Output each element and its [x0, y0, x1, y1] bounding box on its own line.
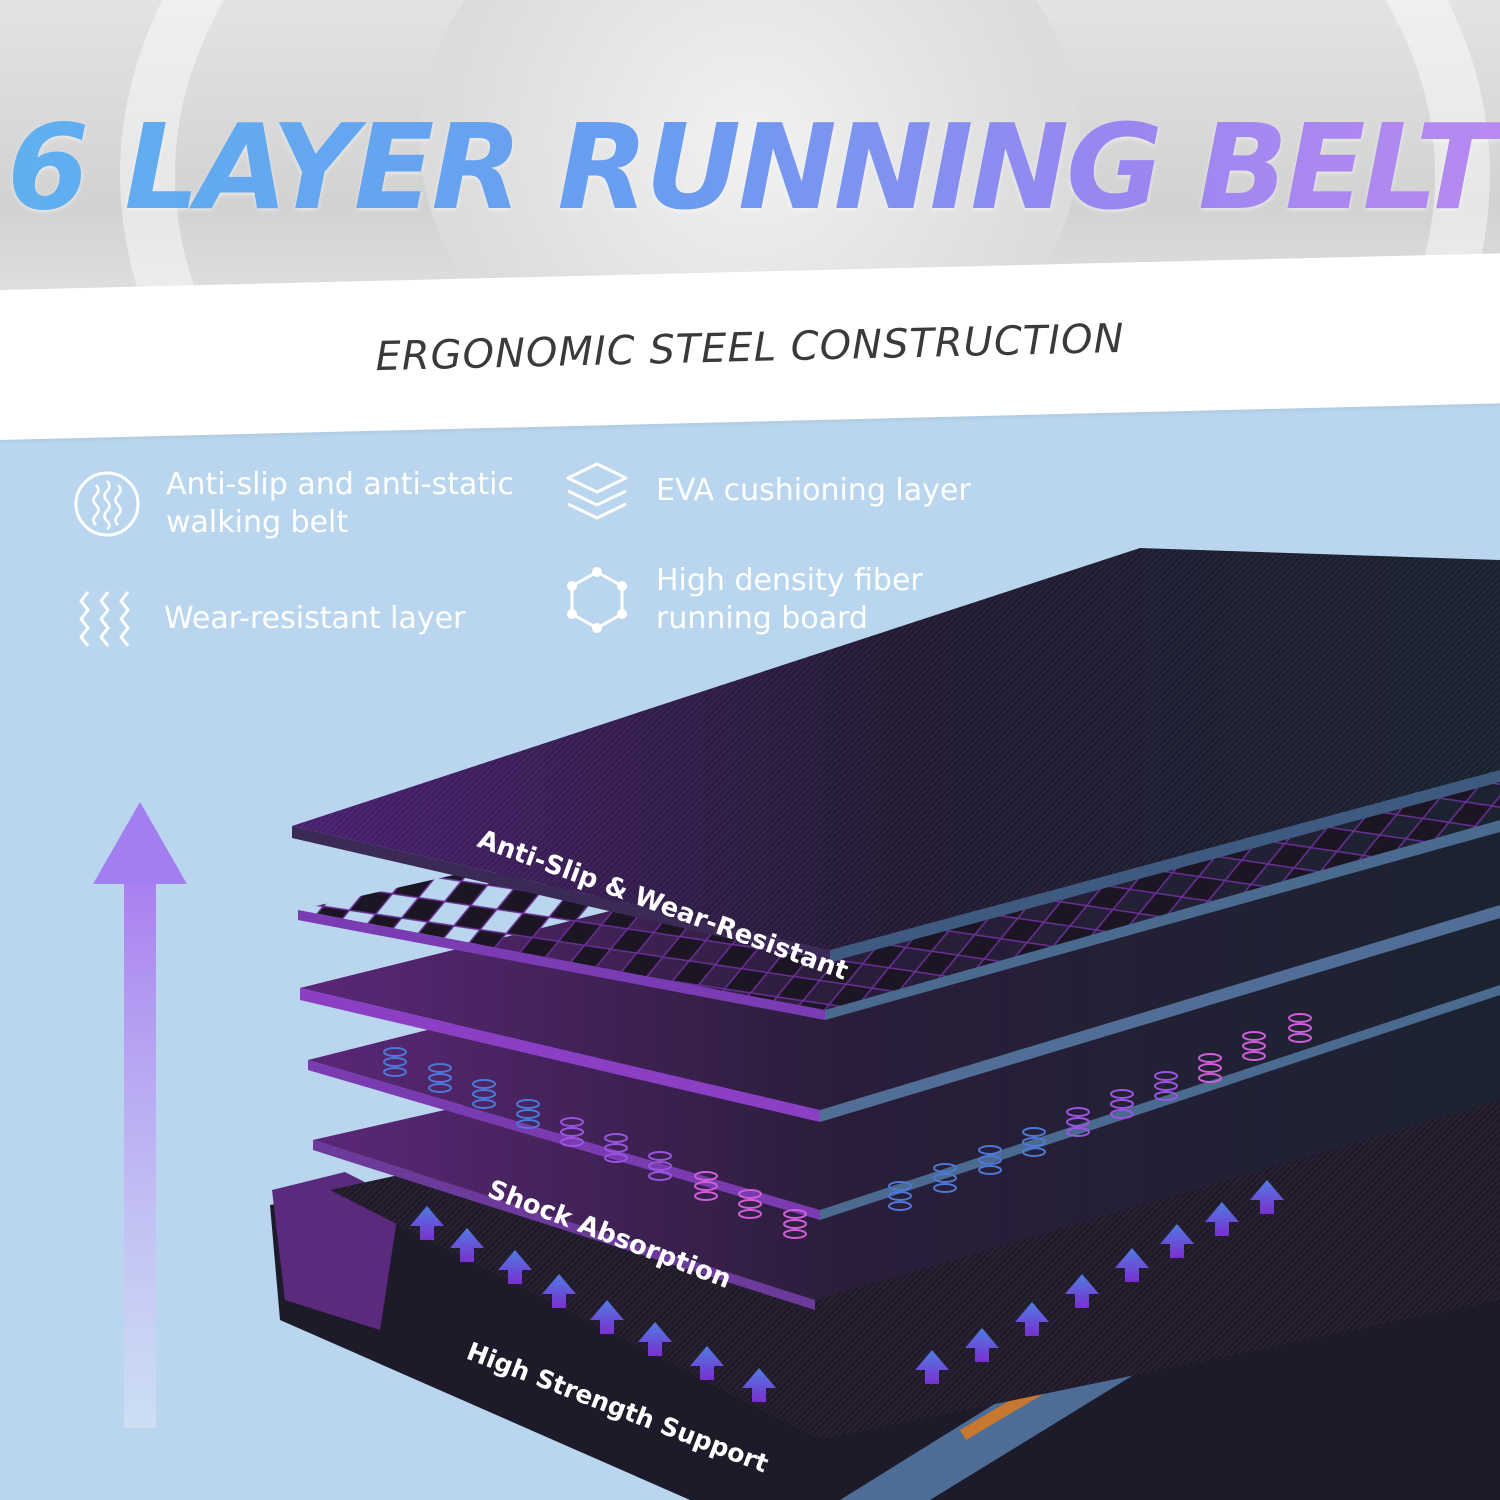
feature-anti-slip: Anti-slip and anti-static walking belt: [72, 466, 514, 541]
wavy-lines-icon: [79, 591, 130, 647]
spring-row-right: [888, 1013, 1312, 1211]
feature-wear: Wear-resistant layer: [70, 584, 465, 654]
force-arrows-left: [410, 1206, 776, 1402]
hero-background: 6 LAYER RUNNING BELT: [0, 0, 1500, 345]
page-title: 6 LAYER RUNNING BELT: [0, 108, 1500, 226]
feature-fiber: High density fiber running board: [562, 562, 923, 637]
feature-eva-label: EVA cushioning layer: [656, 473, 971, 509]
treadmill-motor-cover: [272, 1172, 400, 1330]
feature-fiber-label: High density fiber running board: [656, 563, 923, 636]
feature-wear-label: Wear-resistant layer: [164, 601, 466, 637]
belt-circle-icon: [74, 471, 140, 536]
feature-eva: EVA cushioning layer: [562, 456, 971, 526]
spring-row-left: [383, 1047, 807, 1239]
hexagon-dots-icon: [567, 566, 627, 633]
stacked-layers-icon: [566, 462, 628, 520]
force-arrows-right: [915, 1180, 1284, 1384]
up-arrow-shaft: [124, 880, 156, 1428]
feature-anti-slip-label: Anti-slip and anti-static walking belt: [166, 467, 515, 540]
up-arrow-head: [93, 802, 187, 884]
